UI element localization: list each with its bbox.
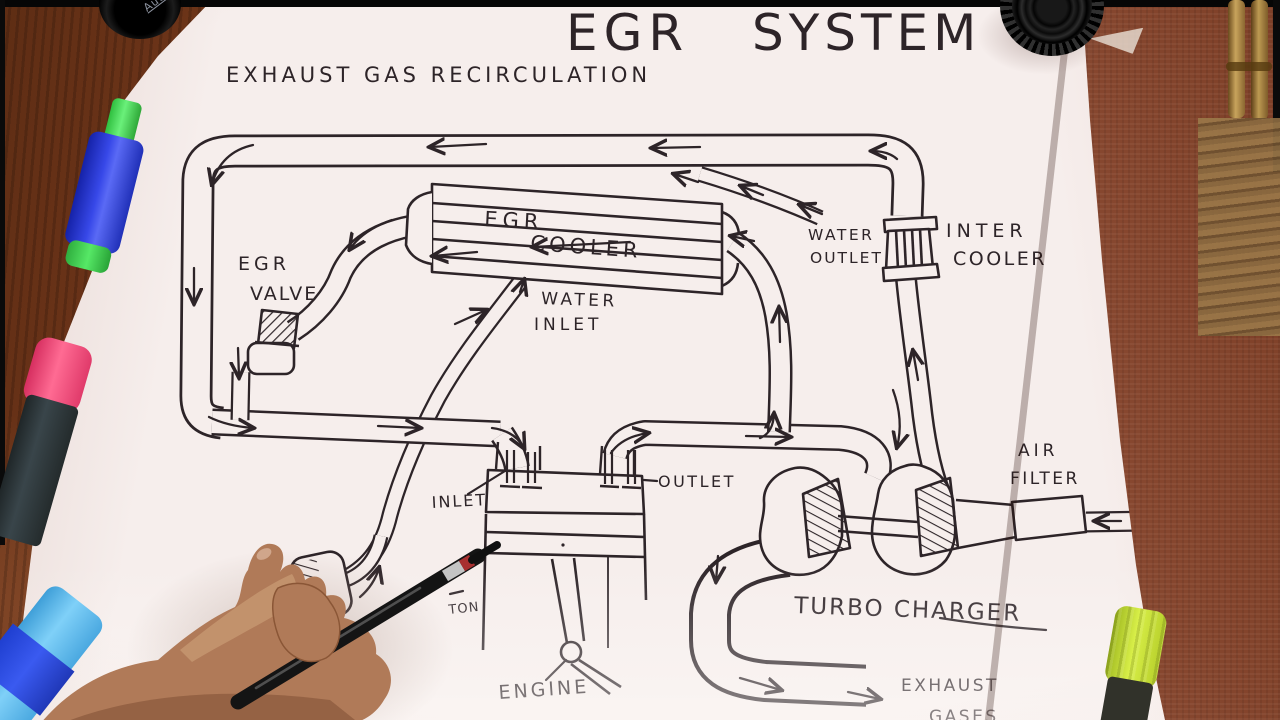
marker-body <box>0 393 80 548</box>
lens-cap-rings <box>1012 0 1092 44</box>
air-filter <box>1010 494 1088 542</box>
label-water-outlet-1: WATER <box>808 226 874 244</box>
subtitle: EXHAUST GAS RECIRCULATION <box>226 63 651 87</box>
components <box>246 182 1088 696</box>
label-water-inlet-1: WATER <box>541 289 618 312</box>
hand-shadow <box>120 545 460 720</box>
label-engine-inlet: INLET <box>431 490 487 512</box>
label-air-filter-2: FILTER <box>1010 469 1080 489</box>
water-pump <box>289 550 353 622</box>
egr-cooler <box>404 182 741 296</box>
label-egr-cooler-1: EGR <box>484 207 544 234</box>
label-air-filter-1: AIR <box>1018 441 1058 461</box>
wicker-chair-texture <box>1198 118 1280 336</box>
left-black-edge <box>0 0 5 545</box>
marker-body <box>1095 675 1154 720</box>
fingers-over-pen <box>272 582 341 663</box>
label-egr-valve-2: VALVE <box>250 283 318 305</box>
bamboo-chair-pole <box>1251 0 1268 120</box>
label-egr-valve-1: EGR <box>238 253 290 275</box>
label-intercooler-2: COOLER <box>953 248 1047 270</box>
label-intercooler-1: INTER <box>946 220 1028 242</box>
label-turbo-charger: TURBO CHARGER <box>793 593 1022 627</box>
top-black-bar <box>0 0 1280 7</box>
pen <box>230 541 501 710</box>
highlighter-light-blue <box>0 568 139 720</box>
label-piston-fragment: TON <box>447 600 480 618</box>
diagram-labels: EGR SYSTEM EXHAUST GAS RECIRCULATION EGR… <box>226 4 1080 720</box>
bamboo-joint <box>1226 62 1272 71</box>
flow-arrows <box>194 144 1164 699</box>
label-water-outlet-2: OUTLET <box>810 249 883 267</box>
label-egr-cooler-2: COOLER <box>530 231 643 263</box>
leader-lines <box>448 469 1048 682</box>
turbocharger <box>758 463 1017 577</box>
label-exhaust-1: EXHAUST <box>901 676 999 696</box>
engine-cylinder <box>481 441 648 696</box>
right-black-edge <box>1273 0 1280 172</box>
label-engine-outlet: OUTLET <box>658 472 736 491</box>
egr-valve <box>246 308 300 376</box>
title-word2: SYSTEM <box>752 4 981 62</box>
title-word1: EGR <box>566 4 689 62</box>
intercooler <box>881 215 941 283</box>
pipes <box>179 133 1155 710</box>
label-engine: ENGINE <box>498 676 590 704</box>
bamboo-chair-pole <box>1228 0 1245 118</box>
label-water-inlet-2: INLET <box>534 315 602 335</box>
paper-edge-shadow <box>983 0 1075 720</box>
